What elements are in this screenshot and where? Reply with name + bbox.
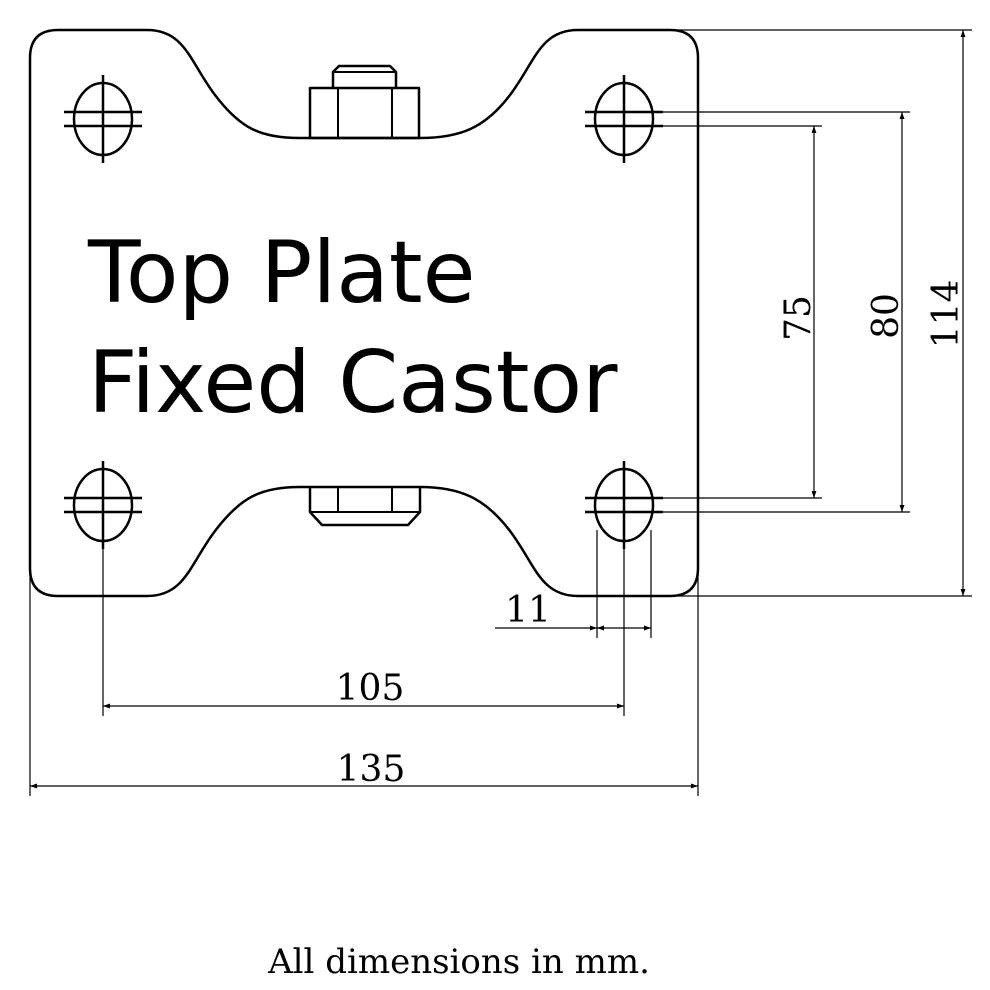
dimension-105-label: 105 bbox=[336, 668, 405, 709]
dimension-75-label: 75 bbox=[778, 295, 819, 341]
hole-top-left bbox=[64, 75, 142, 163]
bottom-nut bbox=[308, 487, 422, 527]
dimension-75: 75 bbox=[778, 126, 819, 498]
top-nut bbox=[308, 64, 421, 140]
title-line-2: Fixed Castor bbox=[88, 333, 618, 433]
extension-lines-vertical bbox=[29, 530, 699, 796]
dimension-11-label: 11 bbox=[505, 590, 551, 631]
dimension-105: 105 bbox=[103, 668, 624, 709]
dimension-114-label: 114 bbox=[926, 280, 967, 349]
title-line-1: Top Plate bbox=[87, 223, 476, 323]
hole-bottom-left bbox=[64, 461, 142, 549]
units-note: All dimensions in mm. bbox=[267, 942, 650, 982]
dimension-135: 135 bbox=[30, 749, 698, 790]
hole-bottom-right bbox=[585, 461, 663, 549]
extension-lines-horizontal bbox=[660, 29, 972, 597]
hole-top-right bbox=[585, 75, 663, 163]
dimension-11: 11 bbox=[495, 590, 651, 631]
dimension-114: 114 bbox=[926, 30, 967, 596]
dimension-80-label: 80 bbox=[866, 293, 907, 339]
dimension-80: 80 bbox=[866, 112, 907, 512]
dimension-135-label: 135 bbox=[337, 749, 406, 790]
